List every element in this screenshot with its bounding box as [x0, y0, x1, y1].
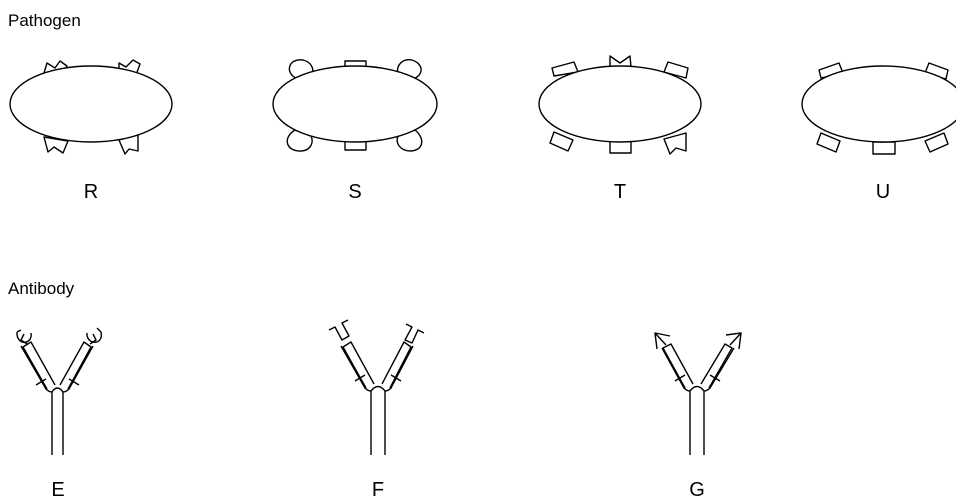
pathogen-t: T — [538, 55, 702, 203]
antibody-label: F — [372, 479, 384, 499]
binding-site-square — [328, 319, 350, 341]
receptor-square — [609, 140, 632, 154]
binding-site-square — [404, 323, 425, 344]
pathogen-r: R — [9, 59, 173, 203]
receptor-square — [872, 141, 896, 155]
binding-site-round — [16, 329, 32, 343]
receptor-square — [816, 132, 841, 153]
antibody-label: G — [689, 479, 705, 499]
antibody-g: G — [654, 332, 742, 499]
receptor-square — [663, 61, 689, 79]
pathogen-label: U — [876, 181, 890, 203]
pathogen-body — [538, 65, 702, 143]
pathogen-body — [9, 65, 173, 143]
pathogen-u: U — [801, 62, 956, 203]
receptor-square — [924, 132, 949, 153]
pathogen-s: S — [272, 58, 438, 203]
binding-site-round — [86, 327, 102, 343]
antibody-f: F — [328, 319, 425, 499]
pathogen-label: T — [614, 181, 626, 203]
antibody-label: E — [51, 479, 64, 499]
receptor-round — [286, 129, 313, 152]
receptor-notch — [663, 132, 687, 155]
pathogen-body — [272, 65, 438, 143]
antibody-section-title: Antibody — [8, 279, 75, 298]
pathogen-label: R — [84, 181, 98, 203]
binding-site-arrow — [654, 332, 671, 350]
pathogen-section-title: Pathogen — [8, 11, 81, 30]
antibody-e: E — [16, 327, 102, 499]
receptor-square — [549, 131, 574, 152]
binding-site-arrow — [725, 332, 742, 350]
pathogen-label: S — [348, 181, 361, 203]
pathogen-body — [801, 65, 956, 143]
